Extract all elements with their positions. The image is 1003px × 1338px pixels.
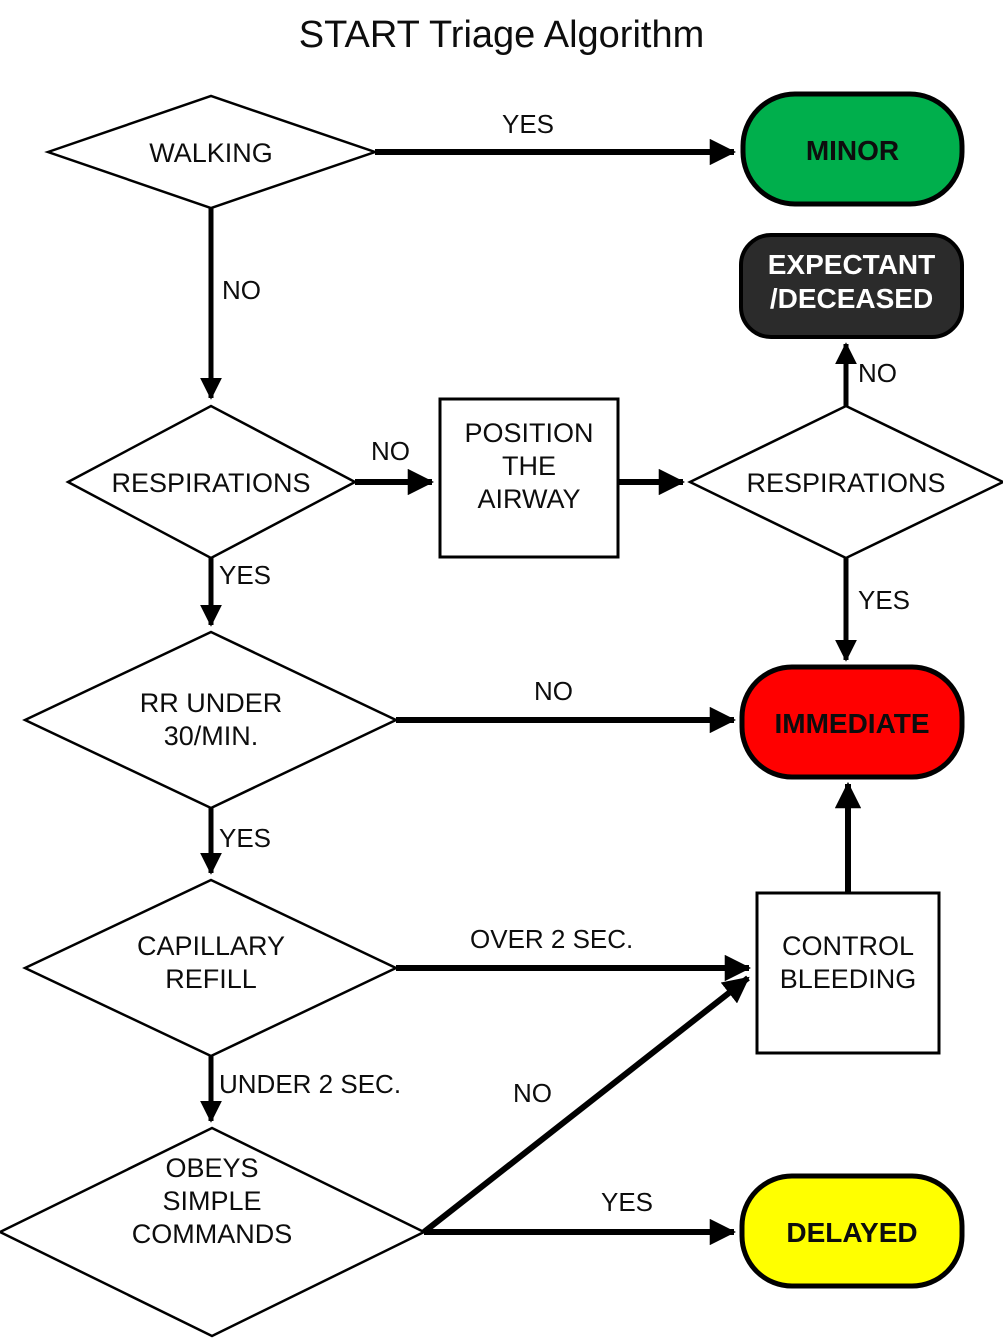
node-expectant-shape[interactable] [739,233,964,339]
node-walking-shape[interactable] [44,94,379,210]
node-respirations-2-shape[interactable] [687,404,1003,560]
edge-obeys-commands-to-control-bleeding [422,975,750,1235]
node-control-bleeding-shape[interactable] [755,891,941,1055]
node-rr-under-30-shape[interactable] [22,630,399,810]
node-respirations-1-shape[interactable] [65,404,358,560]
node-immediate-shape[interactable] [739,664,965,780]
node-obeys-commands-shape[interactable] [0,1126,427,1338]
node-position-airway-shape[interactable] [438,397,620,559]
node-delayed-shape[interactable] [739,1173,965,1289]
node-minor-shape[interactable] [740,91,965,207]
page-title: START Triage Algorithm [298,14,705,56]
node-capillary-refill-shape[interactable] [22,878,399,1058]
